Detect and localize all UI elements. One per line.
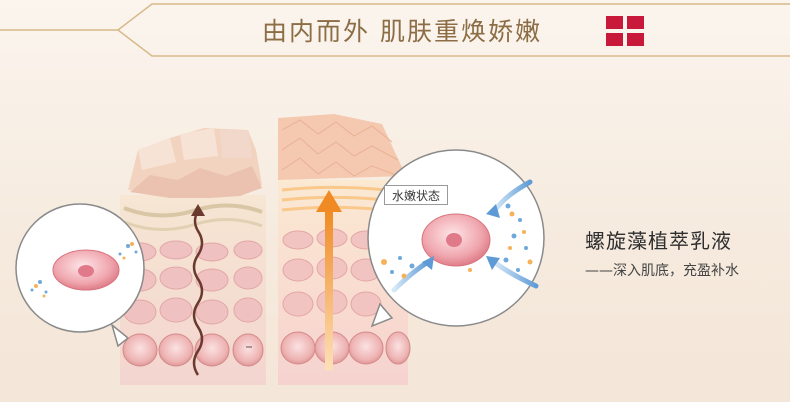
title-band [0, 3, 790, 57]
hydrated-state-label: 水嫩状态 [384, 185, 448, 205]
page-title: 由内而外 肌肤重焕娇嫩 [262, 17, 542, 46]
left-zoom-circle [15, 203, 145, 348]
red-square-badge-icon [606, 16, 644, 46]
right-zoom-circle [367, 149, 545, 328]
product-name: 螺旋藻植萃乳液 [585, 229, 732, 253]
dry-skin-block [120, 128, 266, 385]
product-tagline: ——深入肌底，充盈补水 [585, 263, 739, 279]
